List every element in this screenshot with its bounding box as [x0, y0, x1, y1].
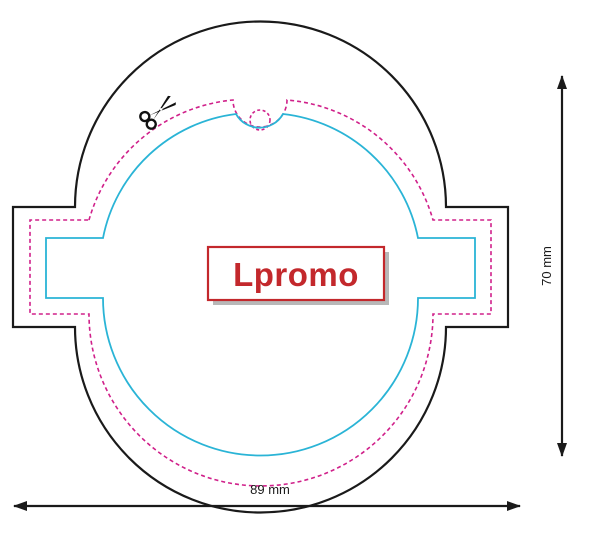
safe-area-line [45, 113, 476, 457]
width-dimension-label: 89 mm [250, 482, 290, 497]
hanging-hole [249, 109, 271, 131]
bleed-line-dashed [29, 99, 492, 487]
logo-text: Lpromo [233, 256, 359, 293]
logo-frame [206, 245, 386, 302]
height-dimension-label: 70 mm [539, 246, 554, 286]
lpromo-logo: Lpromo [206, 245, 389, 305]
